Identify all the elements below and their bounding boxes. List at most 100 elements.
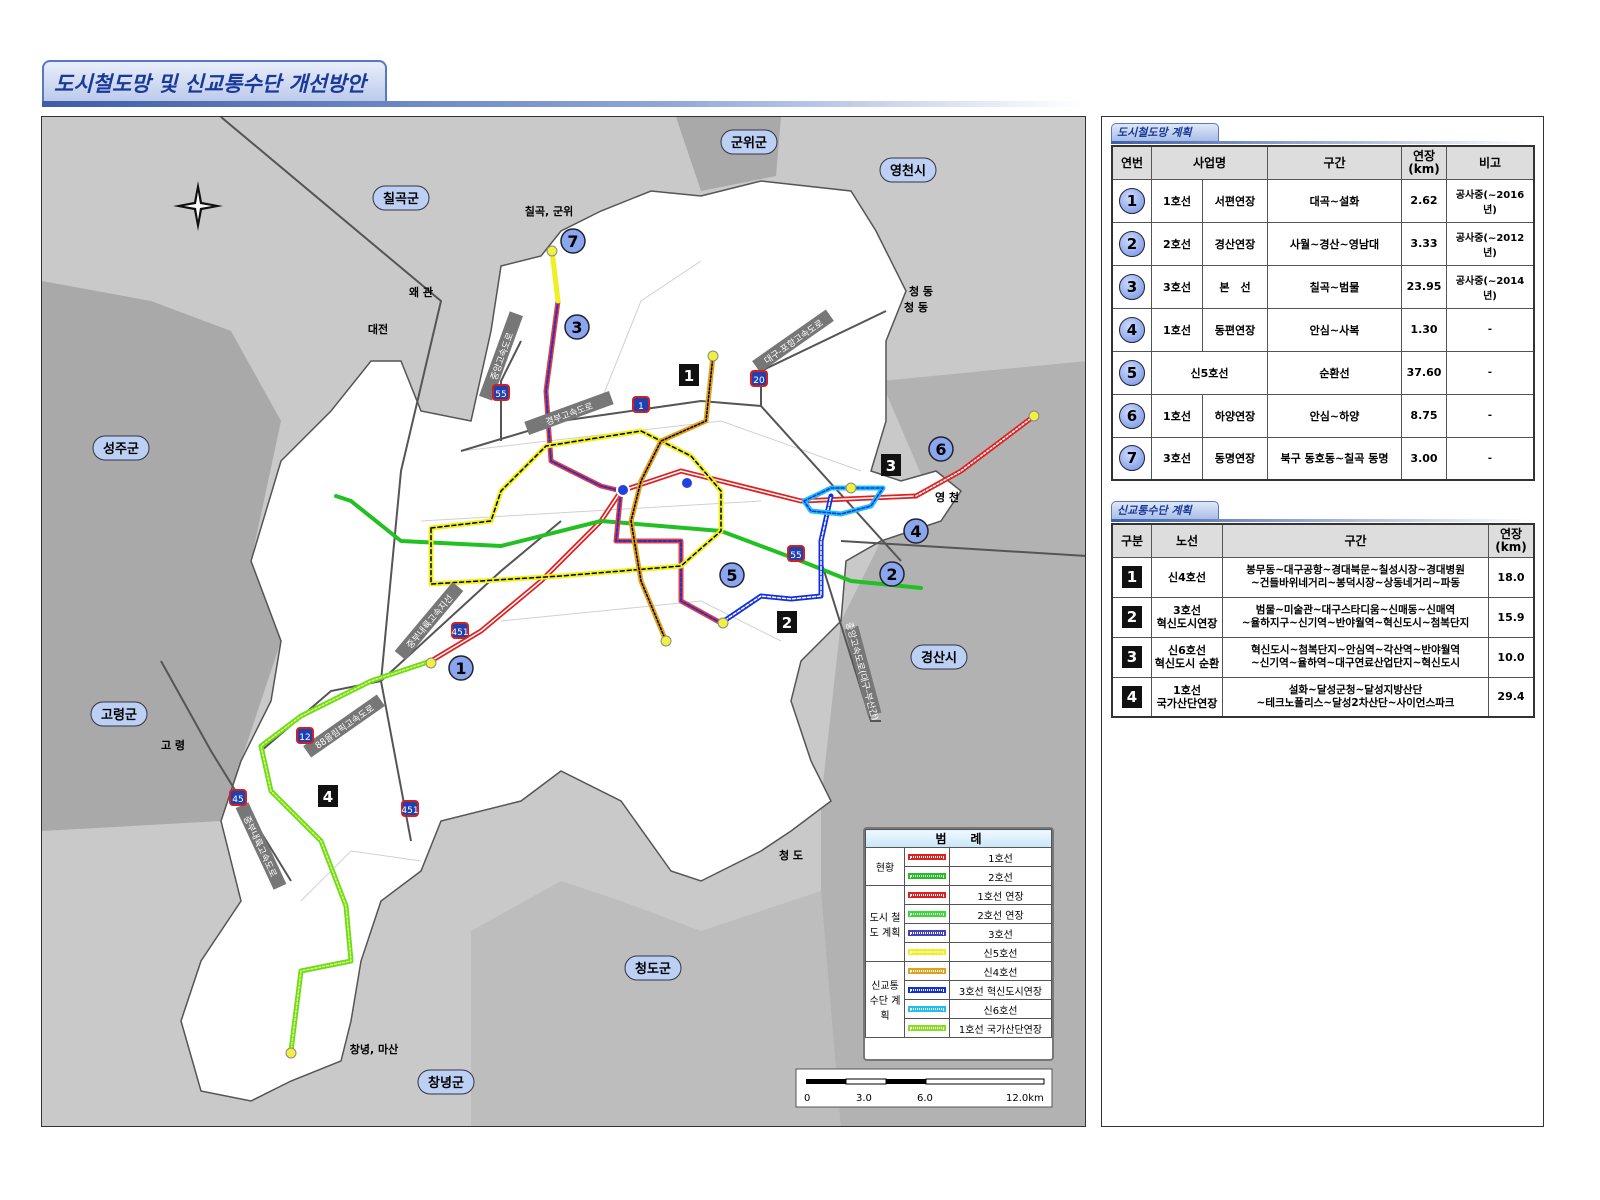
place-label: 왜 관: [409, 285, 433, 299]
line-swatch-icon: [908, 873, 946, 879]
route-number: 55: [495, 390, 506, 400]
line-number-marker[interactable]: 1: [448, 655, 474, 681]
region-name: 고령군: [101, 708, 137, 723]
line-cell: 신4호선: [1151, 556, 1223, 598]
line-swatch-icon: [908, 930, 946, 936]
legend-swatch: [904, 866, 950, 886]
marker-number: 1: [455, 659, 466, 678]
legend-label: 1호선 국가산단연장: [949, 1018, 1052, 1038]
marker-number: 3: [571, 318, 582, 337]
section-cell: 봉무동~대구공항~경대북문~칠성시장~경대병원 ~건들바위네거리~봉덕시장~상동…: [1222, 556, 1489, 598]
number-badge: 6: [1119, 402, 1145, 429]
project-cell: 동편연장: [1202, 307, 1268, 352]
place-label: 청 동: [909, 284, 933, 298]
legend-group: 현황: [865, 847, 905, 886]
line-cell: 3호선: [1151, 436, 1203, 481]
length-cell: 3.33: [1401, 221, 1447, 266]
legend-swatch: [904, 885, 950, 905]
square-markers: 1 2 3 4: [318, 364, 901, 807]
marker-number: 7: [567, 232, 578, 251]
region-label: 경산시: [910, 644, 968, 670]
title-underline: [42, 101, 1082, 107]
row-number: 1: [1111, 556, 1152, 598]
section-cell: 안심~하양: [1267, 393, 1402, 438]
page-title: 도시철도망 및 신교통수단 개선방안: [42, 60, 387, 104]
legend-swatch: [904, 904, 950, 924]
route-shield-icon: 20: [750, 370, 768, 387]
row-number: 5: [1111, 350, 1152, 395]
line-number-marker[interactable]: 6: [928, 436, 954, 462]
section-cell: 설화~달성군청~달성지방산단 ~테크노폴리스~달성2차산단~사이언스파크: [1222, 676, 1489, 718]
legend-row: 신5호선: [866, 942, 1052, 962]
length-cell: 23.95: [1401, 264, 1447, 309]
col-header: 연장 (km): [1401, 145, 1447, 180]
legend-label: 신5호선: [949, 942, 1052, 962]
plan-number-marker[interactable]: 1: [679, 364, 699, 386]
route-shield-icon: 451: [451, 622, 469, 639]
length-cell: 3.00: [1401, 436, 1447, 481]
section-cell: 범물~미술관~대구스타디움~신매동~신매역 ~율하지구~신기역~반야월역~혁신도…: [1222, 596, 1489, 638]
route-number: 20: [753, 376, 765, 386]
col-header: 구간: [1222, 523, 1489, 558]
route-number: 1: [638, 402, 644, 412]
route-number: 451: [401, 806, 418, 816]
line-cell: 신6호선 혁신도시 순환: [1151, 636, 1223, 678]
line-number-marker[interactable]: 7: [560, 228, 586, 254]
legend-swatch: [904, 999, 950, 1019]
plan-number-marker[interactable]: 2: [777, 611, 797, 633]
col-header: 비고: [1446, 145, 1535, 180]
marker-number: 6: [935, 440, 946, 459]
legend-label: 3호선: [949, 923, 1052, 943]
legend-swatch: [904, 923, 950, 943]
marker-number: 1: [684, 367, 694, 385]
project-cell: 경산연장: [1202, 221, 1268, 266]
number-badge: 7: [1119, 445, 1145, 472]
section-cell: 북구 동호동~칠곡 동명: [1267, 436, 1402, 481]
place-label: 청 동: [904, 300, 928, 314]
line-number-marker[interactable]: 3: [564, 314, 590, 340]
line-swatch-icon: [908, 854, 946, 860]
col-header: 연장 (km): [1488, 523, 1535, 558]
legend-swatch: [904, 942, 950, 962]
legend-label: 2호선: [949, 866, 1052, 886]
route-number: 451: [451, 628, 468, 638]
section-cell: 사월~경산~영남대: [1267, 221, 1402, 266]
line-number-marker[interactable]: 5: [719, 562, 745, 588]
route-shield-icon: 1: [632, 396, 650, 413]
line-number-marker[interactable]: 4: [903, 518, 929, 544]
row-number: 2: [1111, 596, 1152, 638]
line-number-marker[interactable]: 2: [879, 561, 905, 587]
line-cell: 2호선: [1151, 221, 1203, 266]
legend-swatch: [904, 961, 950, 981]
row-number: 3: [1111, 264, 1152, 309]
line-swatch-icon: [908, 892, 946, 898]
length-cell: 18.0: [1488, 556, 1535, 598]
legend-label: 1호선: [949, 847, 1052, 867]
legend-row: 현황 1호선: [865, 847, 1052, 886]
row-number: 1: [1111, 178, 1152, 223]
line3-north-extension: [549, 248, 561, 304]
length-cell: 37.60: [1401, 350, 1447, 395]
marker-number: 5: [726, 566, 737, 585]
section-cell: 칠곡~범물: [1267, 264, 1402, 309]
route-number: 45: [232, 795, 243, 805]
row-number: 7: [1111, 436, 1152, 481]
row-number: 3: [1111, 636, 1152, 678]
region-name: 청도군: [635, 961, 671, 977]
plan-number-marker[interactable]: 3: [881, 454, 901, 476]
legend-label: 2호선 연장: [949, 904, 1052, 924]
legend-label: 1호선 연장: [949, 885, 1052, 905]
plan-number-marker[interactable]: 4: [318, 785, 338, 807]
